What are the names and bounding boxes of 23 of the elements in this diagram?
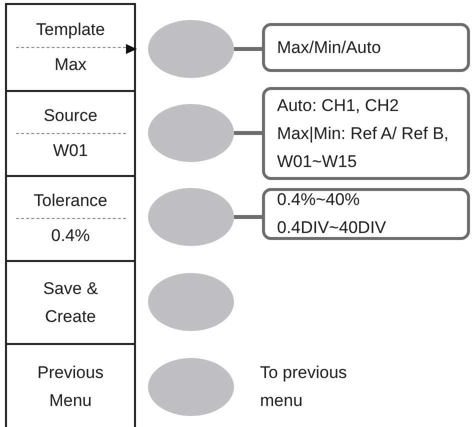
menu-value: W01 <box>53 140 88 162</box>
menu-item <box>5 175 136 262</box>
option-text: Auto: CH1, CH2 Max|Min: Ref A/ Ref B, W01~W15 <box>277 94 450 172</box>
option-text: 0.4%~40% 0.4DIV~40DIV <box>277 189 388 239</box>
menu-value: Max <box>54 54 87 76</box>
menu-item <box>5 260 136 345</box>
connector-line <box>234 47 262 51</box>
menu-label: Tolerance <box>34 190 108 212</box>
option-box <box>262 188 470 240</box>
option-box <box>262 87 470 180</box>
connector-line <box>234 215 262 219</box>
menu-item <box>5 343 136 427</box>
menu-label: Save & Create <box>42 278 99 328</box>
menu-label: Previous Menu <box>36 362 105 412</box>
menu-label: Source <box>44 105 98 127</box>
note-text: To previous menu <box>260 362 348 412</box>
menu-item <box>5 90 136 177</box>
connector-line <box>234 131 262 135</box>
menu-value: 0.4% <box>51 225 90 247</box>
menu-label: Template <box>36 19 105 41</box>
option-box <box>262 23 470 72</box>
menu-item <box>5 3 136 92</box>
option-text: Max/Min/Auto <box>277 36 382 58</box>
